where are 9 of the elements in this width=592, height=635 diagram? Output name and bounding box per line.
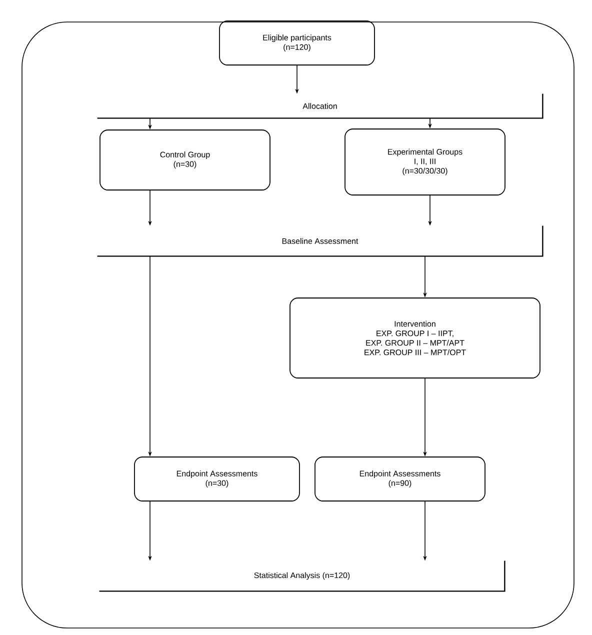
process-box: Endpoint Assessments (n=30) — [134, 456, 300, 502]
process-band: Statistical Analysis (n=120) — [99, 560, 506, 592]
process-band: Baseline Assessment — [97, 226, 544, 257]
process-box: Experimental Groups I, II, III (n=30/30/30) — [344, 128, 506, 196]
process-box: Endpoint Assessments (n=90) — [314, 456, 486, 502]
process-box: Eligible participants (n=120) — [219, 20, 375, 66]
process-box: Control Group (n=30) — [100, 130, 270, 190]
process-band: Allocation — [97, 94, 544, 119]
process-box: Intervention EXP. GROUP I – IIPT, EXP. GROUP II – MPT/APT EXP. GROUP III – MPT/OPT — [290, 298, 540, 378]
